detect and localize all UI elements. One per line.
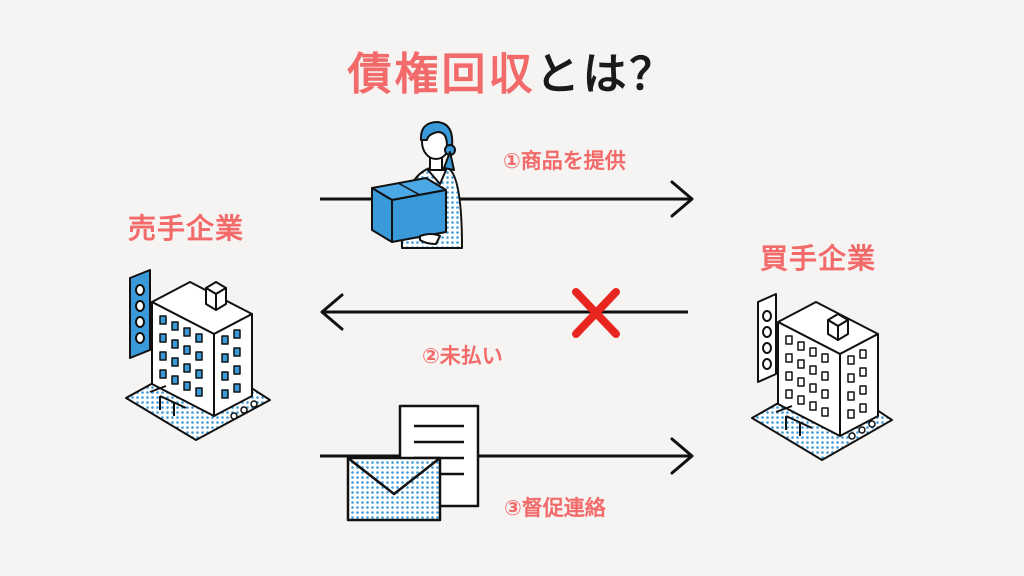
title-accent: 債権回収 [347,49,536,100]
page-title: 債権回収とは？ [0,38,1024,102]
letter-icon [346,404,480,522]
delivery-person-icon [371,121,463,249]
seller-building-icon [125,269,271,441]
step-unpaid-label: ②未払い [422,344,503,368]
arrow-dunning [320,437,694,475]
title-rest: とは？ [535,49,677,100]
buyer-building-icon [751,293,893,461]
step-dunning-label: ③督促連絡 [504,496,606,520]
seller-label: 売手企業 [128,212,245,245]
step-provide-goods-label: ①商品を提供 [503,149,626,173]
cross-icon [572,288,620,338]
buyer-label: 買手企業 [760,242,877,275]
arrow-unpaid [320,293,688,331]
